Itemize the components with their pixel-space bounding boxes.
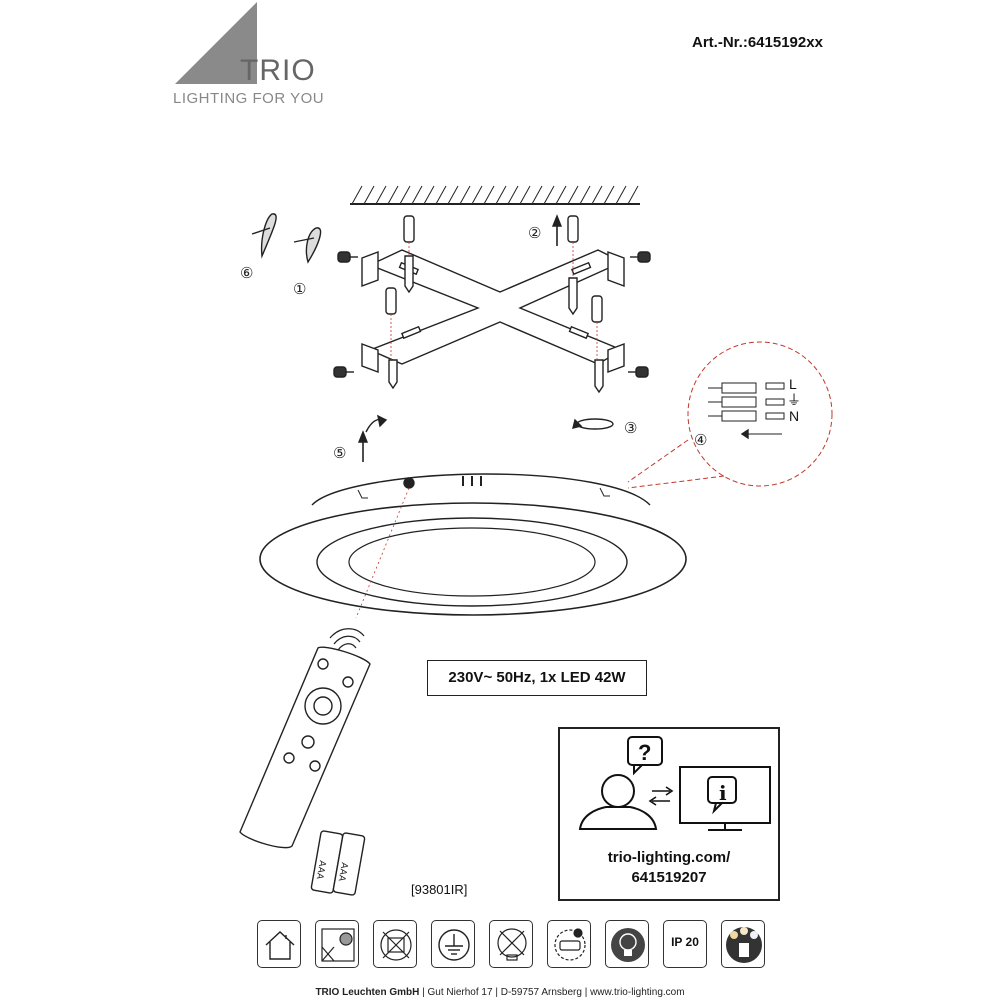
drill-guide-lines [390,242,598,360]
wiring-detail [627,341,833,489]
remote-control [239,628,371,849]
step-3-label: ③ [624,419,637,437]
footer: TRIO Leuchten GmbH | Gut Nierhof 17 | D-… [0,987,1000,998]
wall-dowels [385,215,603,323]
swap-arrows-icon [648,786,674,806]
spring-clips [251,213,322,264]
footer-city: D-59757 Arnsberg [500,987,582,998]
question-bubble-icon [627,736,663,776]
online-info-illustration: ? i [578,736,771,831]
footer-separator: | [495,987,501,998]
ceiling-hatch [350,185,640,205]
remote-model-code: [93801IR] [411,882,468,897]
no-led-dimmer-icon [489,920,533,968]
wire-label-neutral: N [789,408,799,424]
step-5-label: ⑤ [333,444,346,462]
online-info-box: ? i trio-lighting.com/ 641519207 [558,727,780,901]
info-letter: i [719,781,727,805]
footer-company: TRIO Leuchten GmbH [315,987,420,998]
brand-slogan: LIGHTING FOR YOU [173,90,325,107]
ip-rating-label: IP 20 [671,935,699,949]
footer-separator: | [422,987,428,998]
color-temp-switch-icon [721,920,765,968]
step-arrows [357,214,614,462]
no-dimmer-icon [373,920,417,968]
footer-separator: | [584,987,591,998]
no-bulb-replace-icon [315,920,359,968]
info-url-line-1[interactable]: trio-lighting.com/ [607,849,731,866]
ceiling-luminaire [259,473,687,619]
ip20-icon: IP 20 [663,920,707,968]
monitor-icon [679,766,771,831]
step-4-label: ④ [694,431,707,449]
brand-logo-triangle [175,2,257,84]
footer-address: Gut Nierhof 17 [427,987,493,998]
battery-label-1: AAA [314,860,327,881]
wire-label-live: L [789,376,797,392]
info-url-line-2[interactable]: 641519207 [631,869,707,886]
indoor-house-icon [257,920,301,968]
electrical-spec: 230V~ 50Hz, 1x LED 42W [427,660,647,696]
smart-bulb-icon [605,920,649,968]
earth-ground-icon [431,920,475,968]
aaa-batteries [310,830,366,896]
question-mark: ? [638,740,651,765]
mounting-screws [388,255,604,394]
cross-mounting-bracket [361,249,625,374]
footer-website[interactable]: www.trio-lighting.com [590,987,685,998]
step-6-label: ⑥ [240,264,253,282]
step-1-label: ① [293,280,306,298]
article-number: Art.-Nr.:6415192xx [692,34,823,51]
wire-label-earth: ⏚ [787,392,801,408]
step-2-label: ② [528,224,541,242]
brand-name: TRIO [240,54,316,87]
remote-pairing-icon [547,920,591,968]
side-screws [333,251,651,378]
battery-label-2: AAA [336,862,349,883]
person-icon [578,774,658,830]
